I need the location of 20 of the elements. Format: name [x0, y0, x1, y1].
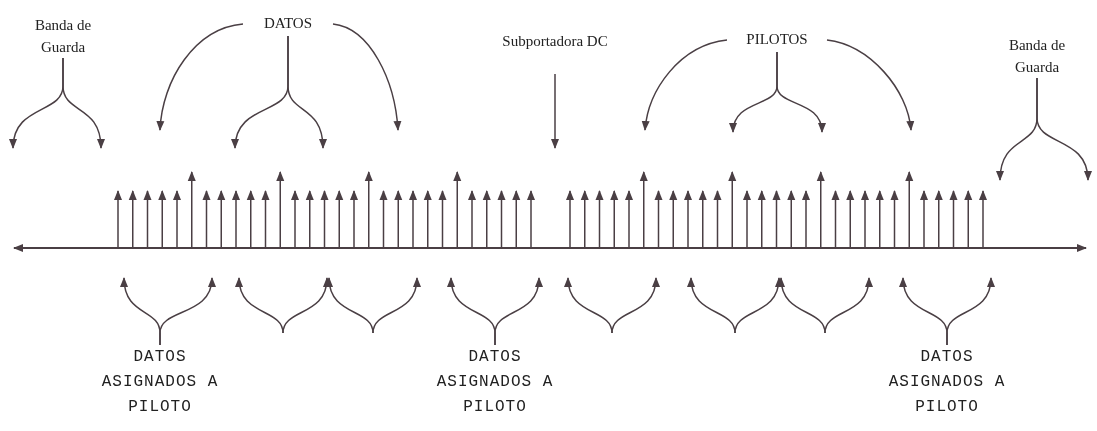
arrow — [494, 277, 543, 346]
arrow — [826, 39, 914, 131]
annotation-label: DATOS ASIGNADOS A PILOTO — [85, 345, 235, 420]
annotation-label: Banda de Guarda — [992, 34, 1082, 78]
annotation-label: Subportadora DC — [500, 30, 610, 52]
arrow — [332, 23, 402, 131]
annotation-label: DATOS — [243, 12, 333, 34]
arrow — [159, 277, 215, 346]
arrow — [551, 73, 559, 149]
arrow — [287, 35, 327, 149]
annotation-label: DATOS ASIGNADOS A PILOTO — [420, 345, 570, 420]
annotation-label: PILOTOS — [727, 28, 827, 50]
arrow — [156, 23, 244, 131]
arrow — [642, 39, 728, 131]
annotation-label: Banda de Guarda — [18, 14, 108, 58]
arrow — [946, 277, 995, 346]
arrow — [776, 51, 825, 133]
arrow — [1036, 77, 1092, 181]
arrow — [62, 57, 105, 149]
annotation-label: DATOS ASIGNADOS A PILOTO — [872, 345, 1022, 420]
